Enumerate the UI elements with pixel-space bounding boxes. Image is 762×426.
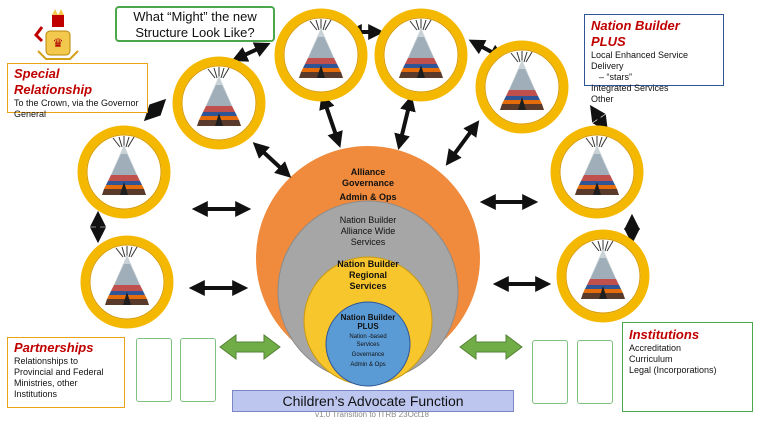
institutions-heading: Institutions [629,327,700,342]
plus-title-line: Nation Builder [340,313,396,322]
tipi-ring [550,125,644,219]
alliance-wide-label-line: Alliance Wide [340,226,396,236]
plus-circle-label: Nation Builder PLUS [328,313,408,331]
special-relationship-box: Special Relationship To the Crown, via t… [7,63,148,119]
alliance-label-line: Alliance [350,167,386,177]
green-double-arrow-icon [459,334,523,360]
tipi-ring [172,56,266,150]
partnerships-line: Provincial and Federal [14,367,104,377]
plus-circle [325,301,411,387]
tipi-ring [77,125,171,219]
green-double-arrow-icon [219,334,281,360]
childrens-advocate-bar: Children’s Advocate Function [232,390,514,412]
nation-builder-plus-heading: Nation Builder PLUS [591,18,680,49]
double-arrow-icon [394,95,416,150]
tipi-ring [274,8,368,102]
regional-label-line: Nation Builder [337,259,399,269]
tipi-ring [374,8,468,102]
nation-builder-plus-line: – “stars” [599,72,633,82]
page-title: What “Might” the new Structure Look Like… [133,9,257,40]
empty-placeholder-box [577,340,613,404]
double-arrow-icon [445,120,480,166]
nation-builder-plus-line: Other [591,94,614,104]
institutions-line: Curriculum [629,354,673,364]
regional-circle-label: Nation Builder Regional Services [318,259,418,292]
empty-placeholder-box [136,338,172,402]
special-relationship-line: General [14,109,47,119]
partnerships-heading: Partnerships [14,340,94,355]
double-arrow-icon [590,105,608,132]
special-relationship-heading: Special Relationship [14,66,93,97]
alliance-wide-circle-label: Nation Builder Alliance Wide Services [318,215,418,248]
plus-title-line: PLUS [357,322,379,331]
institutions-box: Institutions Accreditation Curriculum Le… [622,322,753,412]
double-arrow-icon [319,93,343,148]
plus-sub-line: Admin & Ops [350,362,386,368]
tipi-ring [80,235,174,329]
alliance-circle-label: Alliance Governance Admin & Ops [318,167,418,203]
special-relationship-line: To the Crown, via the Governor [14,98,139,108]
crest-icon: ♛ [34,9,79,60]
plus-sub-line: Nation -based [349,334,387,340]
institutions-line: Accreditation [629,343,682,353]
regional-label-line: Regional [348,270,387,280]
partnerships-line: Relationships to [14,356,79,366]
partnerships-line: Ministries, other [14,378,78,388]
institutions-line: Legal (Incorporations) [629,365,717,375]
tipi-ring [475,40,569,134]
empty-placeholder-box [180,338,216,402]
version-label: v1.0 Transition to ITRB 23Oct18 [315,410,429,419]
nation-builder-plus-line: Integrated Services [591,83,669,93]
svg-text:♛: ♛ [53,36,64,50]
partnerships-box: Partnerships Relationships to Provincial… [7,337,125,408]
nation-builder-plus-line: Local Enhanced Service Delivery [591,50,689,71]
plus-circle-sublabel: Nation -based Services Governance Admin … [328,333,408,369]
nation-builder-plus-box: Nation Builder PLUS Local Enhanced Servi… [584,14,724,104]
alliance-wide-label-line: Services [350,237,386,247]
plus-sub-line: Governance [351,352,385,358]
alliance-wide-label-line: Nation Builder [339,215,397,225]
partnerships-line: Institutions [14,389,58,399]
double-arrow-icon [252,142,292,178]
regional-label-line: Services [349,281,387,291]
alliance-label-line: Governance [341,178,395,188]
double-arrow-icon [231,42,271,62]
double-arrow-icon [143,98,167,122]
tipi-ring [556,229,650,323]
plus-sub-line: Services [356,342,380,348]
empty-placeholder-box [532,340,568,404]
title-box: What “Might” the new Structure Look Like… [115,6,275,42]
alliance-label-line: Admin & Ops [339,192,397,202]
